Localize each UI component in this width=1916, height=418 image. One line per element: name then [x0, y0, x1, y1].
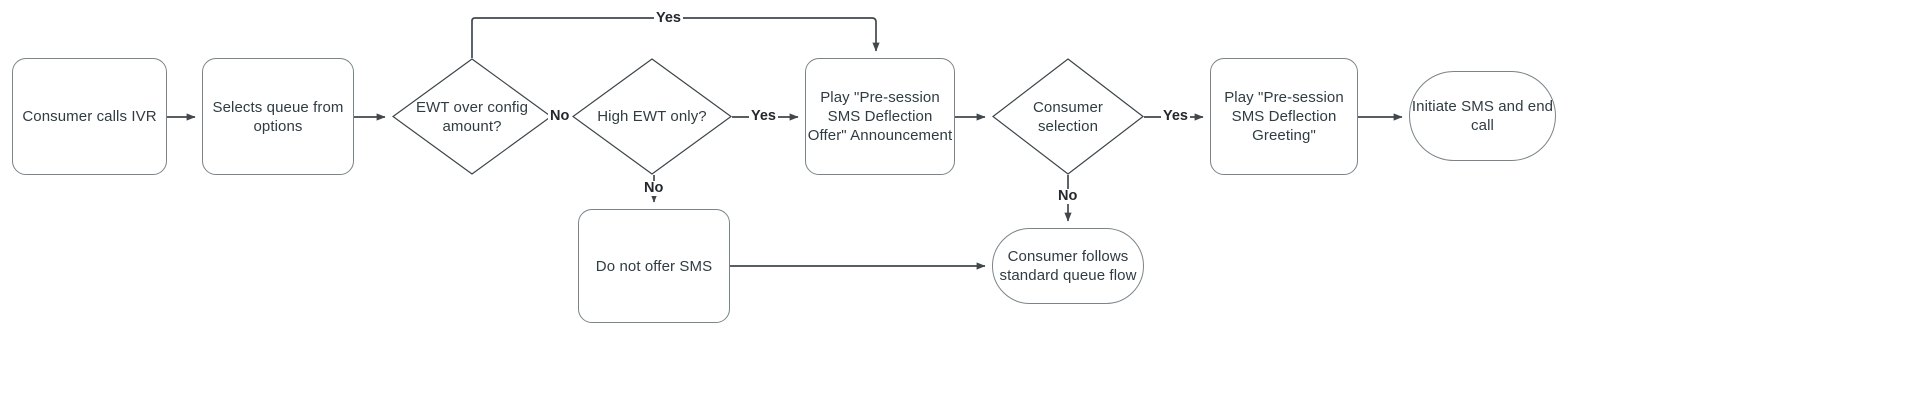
- edge-label-no-high-ewt: No: [642, 180, 666, 196]
- diamond-shape: [992, 58, 1144, 175]
- node-label: Selects queue from options: [212, 98, 344, 135]
- node-label: Consumer follows standard queue flow: [999, 248, 1137, 284]
- diamond-shape: [392, 58, 552, 175]
- edge-label-yes-consumer-selection: Yes: [1161, 108, 1190, 124]
- edge-label-no-consumer-selection: No: [1056, 188, 1080, 204]
- node-label: Play "Pre-session SMS Deflection Greetin…: [1224, 89, 1344, 144]
- edge-label-yes-ewt-config: Yes: [654, 10, 683, 26]
- node-label: Initiate SMS and end call: [1411, 98, 1554, 134]
- node-consumer-selection[interactable]: Consumer selection: [992, 58, 1144, 175]
- edge-label-yes-high-ewt: Yes: [749, 108, 778, 124]
- node-initiate-sms-end-call[interactable]: Initiate SMS and end call: [1409, 71, 1556, 161]
- diamond-shape: [572, 58, 732, 175]
- node-label: Play "Pre-session SMS Deflection Offer" …: [807, 89, 953, 144]
- node-label: Consumer selection: [1032, 98, 1103, 135]
- node-high-ewt-only[interactable]: High EWT only?: [572, 58, 732, 175]
- node-consumer-calls-ivr[interactable]: Consumer calls IVR: [12, 58, 167, 175]
- node-label: Do not offer SMS: [595, 257, 713, 275]
- node-ewt-over-config[interactable]: EWT over config amount?: [392, 58, 552, 175]
- node-consumer-follows-queue[interactable]: Consumer follows standard queue flow: [992, 228, 1144, 304]
- node-label: High EWT only?: [597, 108, 707, 125]
- node-label: EWT over config amount?: [415, 98, 529, 135]
- node-selects-queue[interactable]: Selects queue from options: [202, 58, 354, 175]
- node-play-offer-announcement[interactable]: Play "Pre-session SMS Deflection Offer" …: [805, 58, 955, 175]
- node-label: Consumer calls IVR: [22, 108, 157, 125]
- node-do-not-offer-sms[interactable]: Do not offer SMS: [578, 209, 730, 323]
- node-play-greeting[interactable]: Play "Pre-session SMS Deflection Greetin…: [1210, 58, 1358, 175]
- edge-label-no-ewt-config: No: [548, 108, 572, 124]
